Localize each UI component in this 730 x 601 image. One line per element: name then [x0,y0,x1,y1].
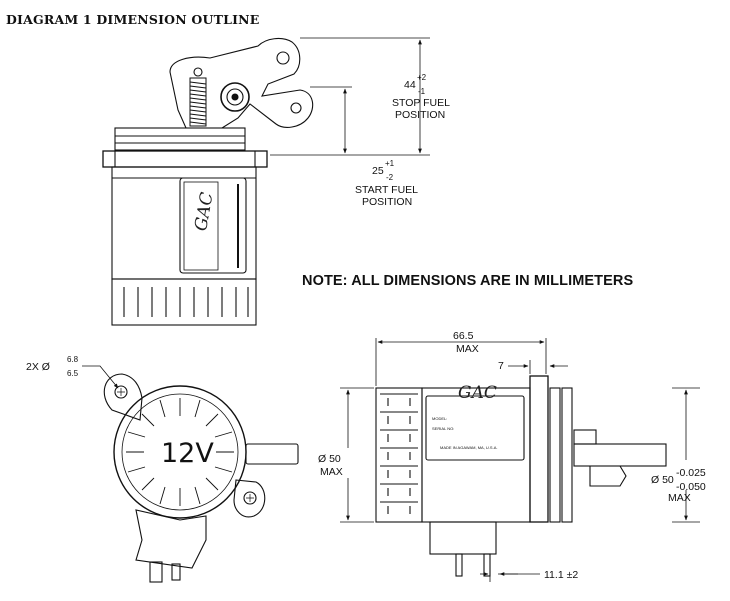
shaft-dia-value: Ø 50 [651,474,674,486]
front-dimensions [340,338,700,582]
length-value: 66.5 [453,330,474,342]
stop-label-2: POSITION [395,109,445,121]
mounting-ear-left [103,373,143,421]
mounting-ear-right [233,479,266,518]
side-tube [245,443,299,465]
flange-value: 7 [498,360,504,372]
side-logo: GAC [191,191,217,233]
front-logo: GAC [458,383,497,403]
body-dia-suffix: MAX [320,466,343,478]
start-tol-minus: -2 [386,173,394,182]
start-label-1: START FUEL [355,184,418,196]
front-body [421,387,531,523]
lever-hole-top [276,51,290,65]
plunger-stem [573,429,597,445]
connector-housing [135,509,207,569]
front-ring-2 [561,387,573,523]
solenoid-cap [114,127,246,151]
shaft-dia-suffix: MAX [668,492,691,504]
end-cap-disc [113,385,247,519]
hole-lower: 6.5 [67,369,79,378]
units-note: NOTE: ALL DIMENSIONS ARE IN MILLIMETERS [302,273,634,289]
length-suffix: MAX [456,343,479,355]
front-label-serial: SERIAL NO: [432,426,454,431]
start-label-2: POSITION [362,196,412,208]
front-connector [429,521,497,555]
lever-arm [169,37,314,129]
voltage-label: 12V [161,438,214,469]
page-title: DIAGRAM 1 DIMENSION OUTLINE [6,12,260,27]
front-label-plate [425,395,525,461]
stop-tol-plus: +2 [417,73,427,82]
stop-dimension [270,37,430,156]
label-plate [179,177,247,274]
plunger-arm [573,443,667,467]
shaft-tol-plus: -0.025 [676,467,706,479]
shaft-tol-minus: -0.050 [676,481,706,493]
lever-hole-bottom [290,102,302,114]
front-ring-1 [549,387,561,523]
start-tol-plus: +1 [385,159,395,168]
start-dimension [310,86,352,154]
ribbed-base [111,278,257,326]
front-flange [529,375,549,523]
stop-label-1: STOP FUEL [392,97,450,109]
stop-tol-minus: -1 [418,87,426,96]
connector-pin-2 [171,563,181,581]
front-view [340,338,700,582]
terminal-value: 11.1 ±2 [544,569,578,581]
side-view [102,37,430,326]
mounting-flange [102,150,268,168]
radial-ribs [126,398,234,506]
hole-leader [82,365,119,389]
body-dia-value: Ø 50 [318,453,341,465]
front-label-made: MADE IN AGAWAM, MA, U.S.A. [440,445,498,450]
start-value: 25 [372,165,384,177]
end-view [82,365,299,583]
hole-prefix: 2X Ø [26,361,50,373]
stop-value: 44 [404,79,416,91]
return-spring [189,67,207,127]
front-label-model: MODEL: [432,416,447,421]
hole-upper: 6.8 [67,355,79,364]
connector-pin-1 [149,561,163,583]
plunger-bracket [589,465,627,487]
pivot-hub [220,82,250,112]
